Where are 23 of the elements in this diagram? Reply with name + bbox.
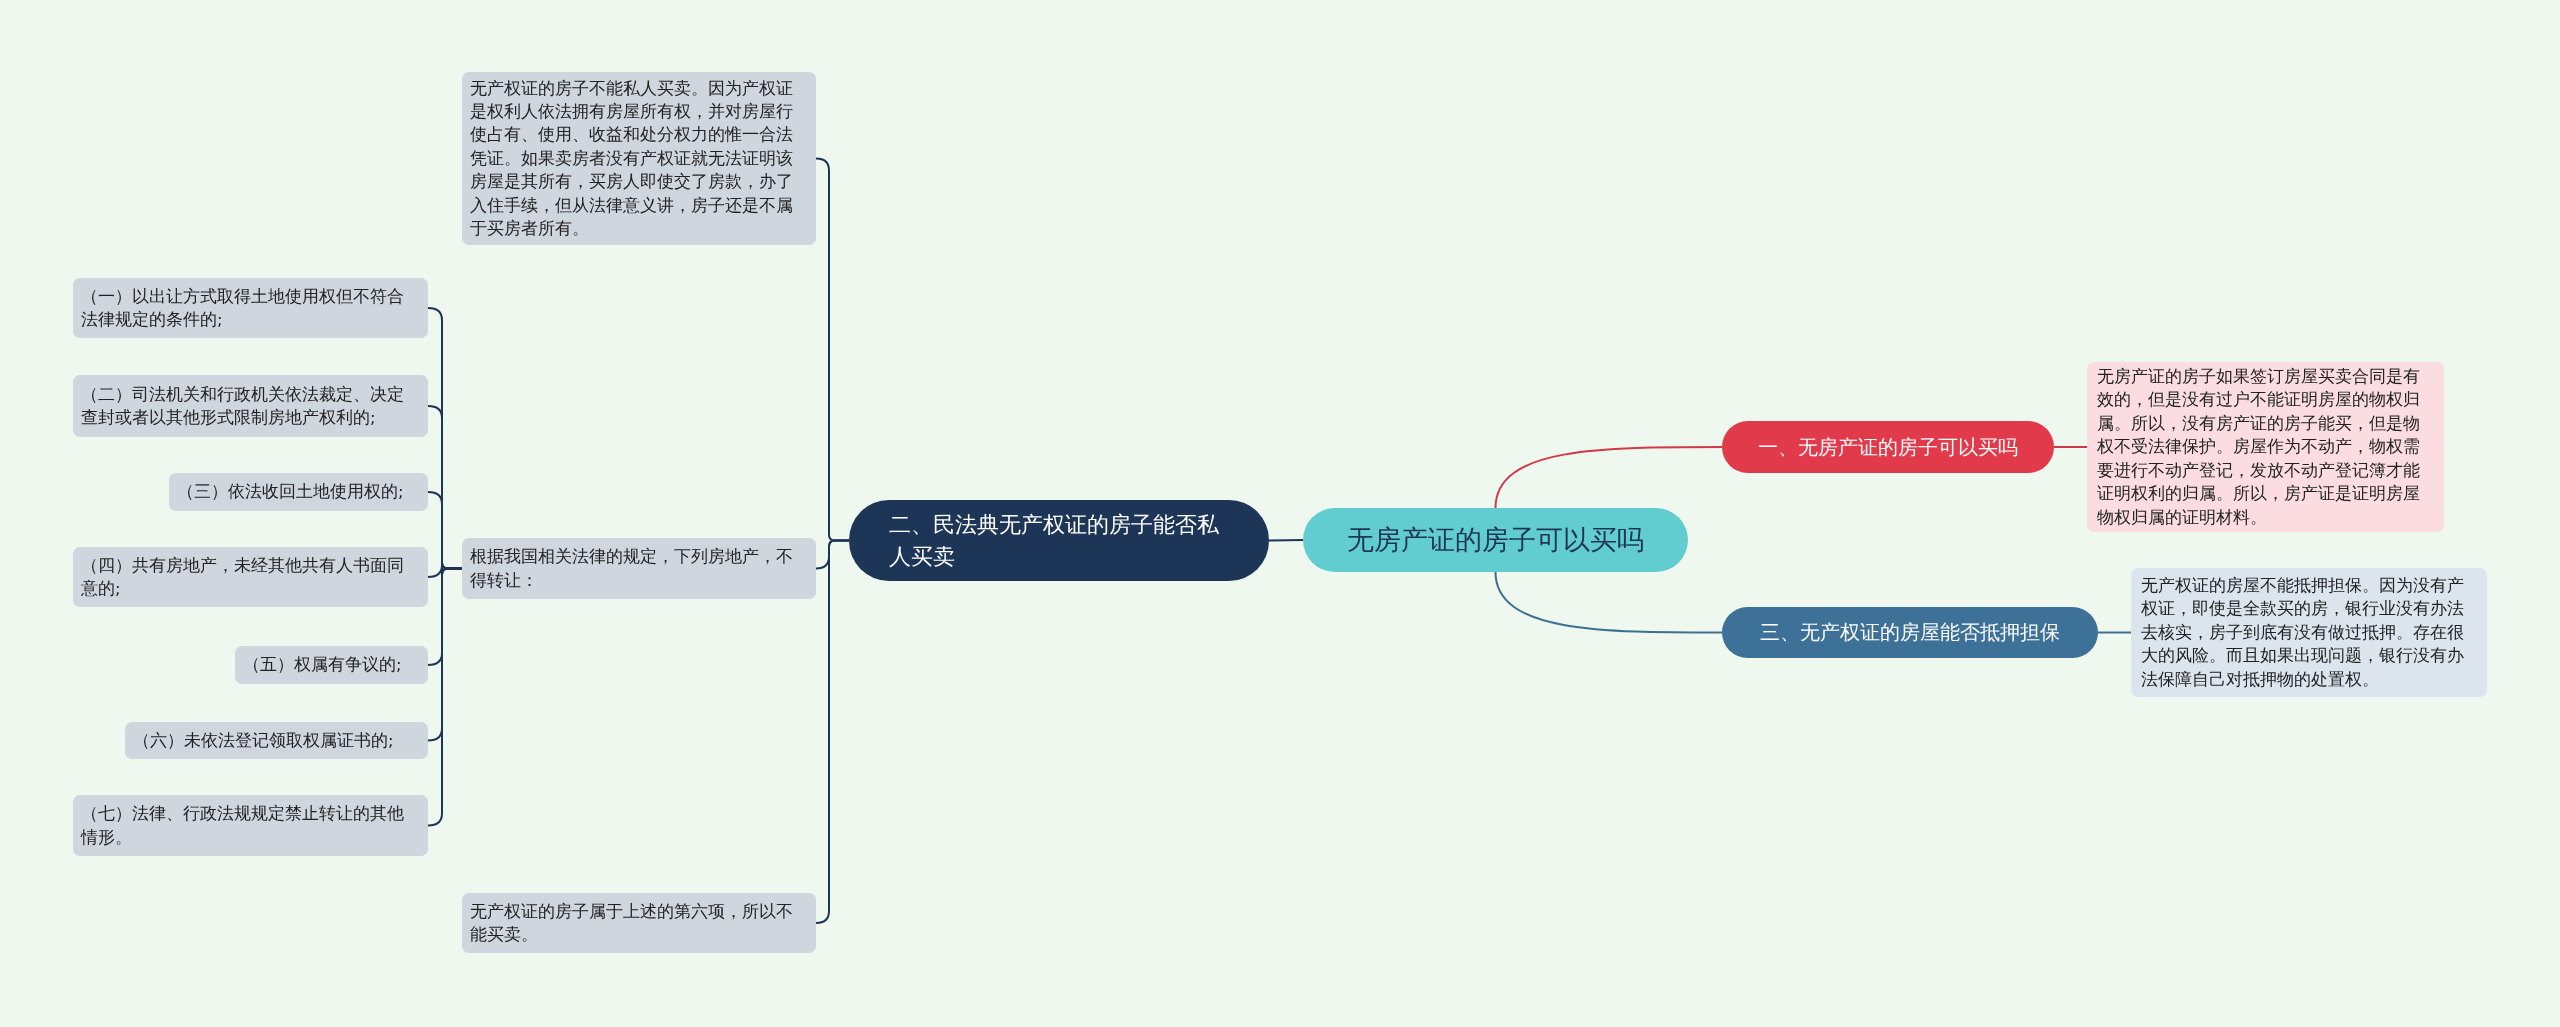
note-box: 无产权证的房子属于上述的第六项，所以不能买卖。 [462,893,816,953]
connector-line [2097,631,2132,634]
note-box: （七）法律、行政法规规定禁止转让的其他情形。 [73,795,428,856]
note-box: （二）司法机关和行政机关依法裁定、决定查封或者以其他形式限制房地产权利的; [73,375,428,437]
branch-topic: 二、民法典无产权证的房子能否私人买卖 [849,500,1269,581]
connector-line [427,567,463,827]
connector-line [1268,539,1304,542]
connector-line [815,539,850,924]
note-box: （四）共有房地产，未经其他共有人书面同意的; [73,547,428,607]
note-box: 无房产证的房子如果签订房屋买卖合同是有效的，但是没有过户不能证明房屋的物权归属。所以，没有房产证的房子能买，但是物权不受法律保护。房屋作为不动产，物权需要进行不动产登记，发放不动产登记簿才能证明权利的归属。所以，房产证是证明房屋物权归属的证明材料。 [2087,362,2444,532]
note-box: （三）依法收回土地使用权的; [169,473,428,511]
connector-line [2053,446,2088,448]
note-box: 无产权证的房屋不能抵押担保。因为没有产权证，即使是全款买的房，银行业没有办法去核实，房子到底有没有做过抵押。存在很大的风险。而且如果出现问题，银行没有办法保障自己对抵押物的处置权。 [2131,568,2487,697]
branch-topic: 一、无房产证的房子可以买吗 [1722,421,2054,473]
branch-topic: 三、无产权证的房屋能否抵押担保 [1722,607,2098,658]
connector-line [1494,571,1723,634]
note-box: （一）以出让方式取得土地使用权但不符合法律规定的条件的; [73,278,428,338]
note-box: （五）权属有争议的; [235,646,428,684]
connector-line [1494,446,1723,509]
central-topic: 无房产证的房子可以买吗 [1303,508,1688,572]
note-box: （六）未依法登记领取权属证书的; [125,722,428,759]
note-box: 根据我国相关法律的规定，下列房地产，不得转让： [462,538,816,599]
note-box: 无产权证的房子不能私人买卖。因为产权证是权利人依法拥有房屋所有权，并对房屋行使占有、使用、收益和处分权力的惟一合法凭证。如果卖房者没有产权证就无法证明该房屋是其所有，买房人即使交了房款，办了入住手续，但从法律意义讲，房子还是不属于买房者所有。 [462,72,816,245]
